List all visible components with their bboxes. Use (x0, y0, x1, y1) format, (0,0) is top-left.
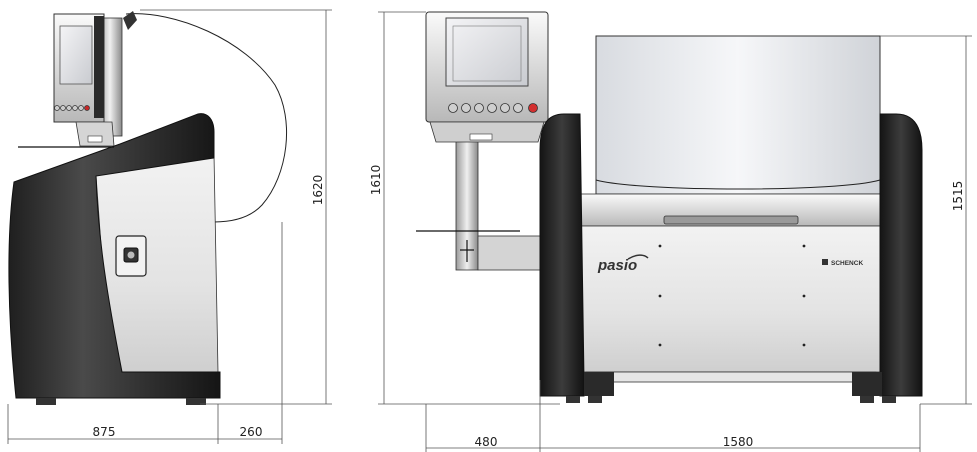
front-foot-4 (882, 396, 896, 403)
front-foot-block-left (584, 372, 614, 396)
side-view (8, 11, 288, 405)
side-monitor-bracket (75, 121, 115, 147)
dim-side-overhang: 260 (240, 425, 263, 439)
front-foot-2 (588, 396, 602, 403)
front-screen-inner (452, 25, 522, 82)
side-dark-frame (8, 113, 221, 399)
front-base-plinth (585, 371, 877, 383)
dim-front-height: 1610 (369, 165, 383, 196)
front-view: pasio SCHENCK (416, 11, 923, 403)
front-pillar-left (539, 113, 585, 397)
front-cover-lip (595, 179, 881, 190)
side-foot-left (36, 398, 56, 405)
front-pillar-right (879, 113, 923, 397)
side-monitor-screen (59, 25, 93, 85)
front-monitor-clip (469, 133, 493, 141)
product-logo-swoosh (627, 254, 649, 260)
front-cover (595, 35, 881, 195)
maker-logo: SCHENCK (831, 260, 863, 267)
side-hood-lever (123, 11, 137, 30)
front-monitor-screen (445, 17, 529, 87)
side-latch-knob (127, 251, 135, 259)
front-monitor-base (429, 121, 545, 143)
side-button-row (54, 105, 90, 111)
front-button-row (448, 103, 538, 113)
front-foot-block-right (852, 372, 882, 396)
side-bracket-clip (87, 135, 103, 143)
front-screws (658, 244, 806, 347)
side-hood-outline (125, 13, 288, 223)
front-foot-1 (566, 396, 580, 403)
side-monitor-bezel-edge (94, 16, 104, 118)
maker-logo-mark (822, 259, 828, 265)
dim-front-width: 1580 (723, 435, 754, 449)
side-foot-right (186, 398, 206, 405)
dim-side-height: 1620 (311, 175, 325, 206)
front-dimensions: 1610 1515 480 1580 (369, 11, 972, 452)
front-main-body (579, 225, 885, 373)
front-arm (477, 235, 543, 271)
front-foot-3 (860, 396, 874, 403)
front-handle (663, 215, 799, 225)
product-logo: pasio (597, 257, 637, 274)
dim-front-cover-height: 1515 (951, 181, 965, 212)
dim-front-arm: 480 (475, 435, 498, 449)
dim-side-depth: 875 (93, 425, 116, 439)
side-dimensions: 875 260 1620 (7, 9, 332, 444)
